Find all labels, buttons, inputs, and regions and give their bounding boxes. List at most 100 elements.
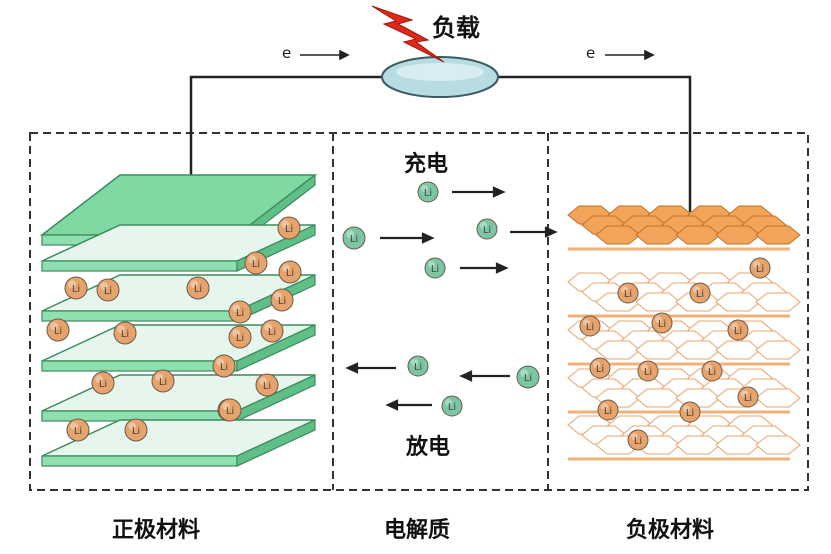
ion-label: Li [99, 379, 107, 390]
lithium-ion: Li [218, 398, 242, 422]
lithium-ion: Li [476, 218, 498, 240]
load-label: 负载 [432, 14, 480, 42]
ion-label: Li [708, 367, 716, 378]
ion-label: Li [424, 188, 432, 199]
charge-arrow [460, 262, 509, 274]
anode-layer [567, 205, 801, 251]
lithium-ion: Li [64, 276, 88, 300]
ion-label: Li [236, 333, 244, 344]
discharge-arrow [459, 370, 510, 382]
lithium-ion: Li [270, 288, 294, 312]
lithium-ion: Li [679, 401, 701, 423]
electron-label-right: e [586, 44, 596, 62]
wire-right [497, 75, 692, 212]
lithium-ion: Li [441, 395, 463, 417]
lithium-ion: Li [255, 373, 279, 397]
ion-label: Li [431, 264, 439, 275]
ion-label: Li [252, 259, 260, 270]
ion-label: Li [263, 381, 271, 392]
ion-label: Li [734, 326, 742, 337]
lithium-ion: Li [737, 386, 759, 408]
lithium-ion: Li [749, 257, 771, 279]
lithium-ion: Li [66, 418, 90, 442]
lithium-ion: Li [244, 251, 268, 275]
ion-label: Li [132, 426, 140, 437]
ion-label: Li [121, 329, 129, 340]
ion-label: Li [596, 364, 604, 375]
lithium-ion: Li [151, 369, 175, 393]
battery-outline [29, 132, 809, 491]
ion-label: Li [448, 402, 456, 413]
ion-label: Li [696, 289, 704, 300]
charge-label: 充电 [404, 152, 449, 177]
ion-label: Li [220, 362, 228, 373]
anode-layer [567, 320, 801, 366]
lithium-ion: Li [228, 325, 252, 349]
lithium-ion: Li [91, 371, 115, 395]
lithium-ion: Li [579, 315, 601, 337]
circuit-wire [189, 75, 692, 212]
electron-label-left: e [282, 44, 292, 62]
ion-label: Li [54, 326, 62, 337]
anode-layer [567, 415, 801, 461]
lithium-ion: Li [278, 260, 302, 284]
ion-label: Li [634, 436, 642, 447]
lightning-bolt-icon [371, 5, 445, 63]
anode-label: 负极材料 [626, 518, 715, 543]
discharge-arrow [385, 399, 432, 411]
ion-label: Li [756, 264, 764, 275]
lithium-ion: Li [124, 418, 148, 442]
ion-label: Li [524, 373, 532, 384]
lithium-ion: Li [727, 319, 749, 341]
lithium-ion: Li [701, 360, 723, 382]
ion-label: Li [226, 406, 234, 417]
lithium-ion: Li [186, 276, 210, 300]
lithium-ion: Li [212, 354, 236, 378]
wire-left [189, 75, 383, 210]
charge-arrow [452, 186, 506, 198]
lithium-ion: Li [689, 282, 711, 304]
ion-label: Li [644, 367, 652, 378]
ion-label: Li [278, 296, 286, 307]
ion-label: Li [483, 225, 491, 236]
discharge-label: 放电 [406, 435, 451, 460]
lithium-ion: Li [637, 360, 659, 382]
lithium-ion: Li [277, 216, 301, 240]
ion-label: Li [236, 308, 244, 319]
lithium-ion: Li [424, 257, 446, 279]
discharge-arrow [345, 362, 396, 374]
ion-label: Li [586, 322, 594, 333]
ion-label: Li [624, 289, 632, 300]
lithium-ion: Li [260, 319, 284, 343]
ion-label: Li [74, 426, 82, 437]
lithium-ion: Li [597, 399, 619, 421]
lithium-ion: Li [113, 321, 137, 345]
lithium-ion: Li [46, 318, 70, 342]
anode-layer [567, 272, 801, 318]
cathode-label: 正极材料 [112, 518, 201, 543]
lithium-ion: Li [516, 365, 540, 389]
lithium-ion: Li [228, 300, 252, 324]
ion-label: Li [744, 393, 752, 404]
ion-label: Li [159, 377, 167, 388]
electron-flow-arrows [300, 49, 655, 61]
cathode-plate [41, 419, 316, 467]
ion-label: Li [268, 327, 276, 338]
ion-label: Li [72, 284, 80, 295]
charge-arrow [510, 226, 558, 238]
lithium-ion: Li [627, 429, 649, 451]
lithium-ion: Li [96, 278, 120, 302]
ion-label: Li [414, 362, 422, 373]
ion-label: Li [658, 319, 666, 330]
load-resistor-icon [381, 56, 499, 98]
electrolyte-label: 电解质 [384, 518, 451, 543]
lithium-ion: Li [617, 282, 639, 304]
lithium-ion: Li [342, 226, 366, 250]
ion-label: Li [104, 286, 112, 297]
battery-frame [29, 132, 809, 491]
ion-label: Li [285, 224, 293, 235]
